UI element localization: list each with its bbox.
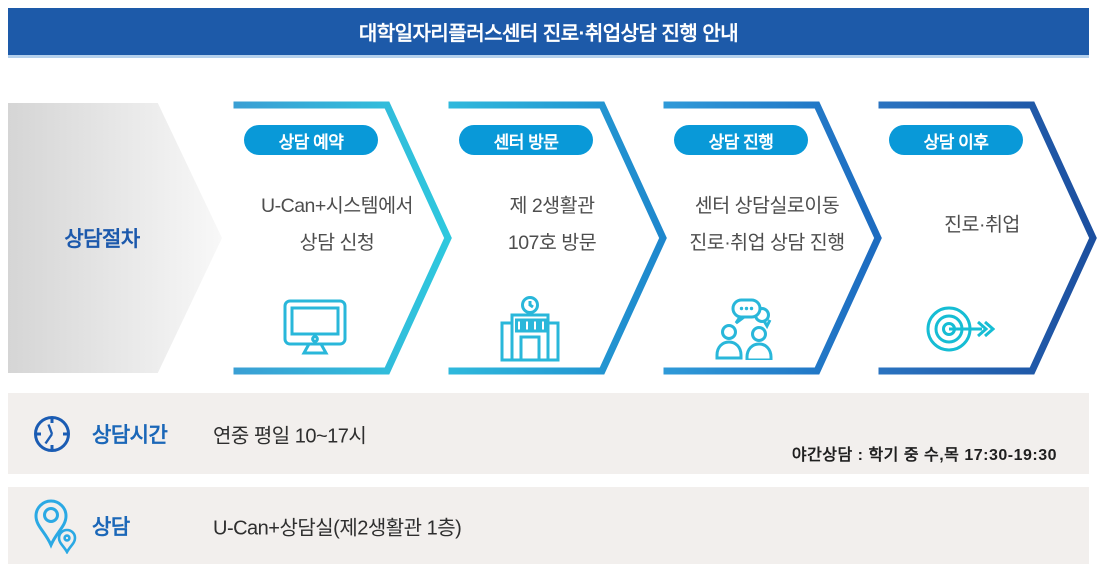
step-description: 진로·취업 — [944, 214, 1020, 236]
step-badge: 상담 예약 — [244, 125, 378, 155]
chevron-outline — [448, 101, 667, 375]
chevron-outline — [233, 101, 452, 375]
step-counseling: 상담 진행 센터 상담실로이동 진로·취업 상담 진행 — [660, 100, 882, 376]
hours-value: 연중 평일 10~17시 — [213, 425, 367, 447]
target-arrow-icon — [926, 306, 995, 352]
clock-icon — [34, 415, 70, 452]
step-visit: 센터 방문 제 2생활관 107호 방문 — [445, 100, 667, 376]
step-description: 센터 상담실로이동 진로·취업 상담 진행 — [689, 195, 845, 254]
process-label: 상담절차 — [64, 228, 140, 251]
step-badge: 센터 방문 — [459, 125, 593, 155]
step-badge: 상담 이후 — [889, 125, 1023, 155]
location-value: U-Can+상담실(제2생활관 1층) — [213, 517, 462, 539]
step-after: 상담 이후 진로·취업 — [875, 100, 1097, 376]
building-icon — [500, 296, 560, 362]
header-bar: 대학일자리플러스센터 진로·취업상담 진행 안내 — [8, 8, 1089, 58]
step-badge: 상담 진행 — [674, 125, 808, 155]
location-row: 상담 U-Can+상담실(제2생활관 1층) — [8, 487, 1089, 564]
step-reservation: 상담 예약 U-Can+시스템에서 상담 신청 — [230, 100, 452, 376]
monitor-icon — [283, 299, 347, 355]
step-description: U-Can+시스템에서 상담 신청 — [261, 195, 413, 254]
page-title: 대학일자리플러스센터 진로·취업상담 진행 안내 — [358, 23, 739, 45]
hours-label: 상담시간 — [92, 423, 168, 447]
chevron-outline — [663, 101, 882, 375]
chevron-outline — [878, 101, 1097, 375]
step-description: 제 2생활관 107호 방문 — [507, 195, 597, 254]
people-chat-icon — [715, 298, 773, 360]
night-hours-note: 야간상담 : 학기 중 수,목 17:30-19:30 — [791, 447, 1057, 464]
location-pin-icon — [34, 498, 77, 554]
process-label-arrow: 상담절차 — [8, 103, 222, 373]
location-label: 상담 — [92, 515, 130, 539]
hours-row: 상담시간 연중 평일 10~17시 야간상담 : 학기 중 수,목 17:30-… — [8, 393, 1089, 474]
